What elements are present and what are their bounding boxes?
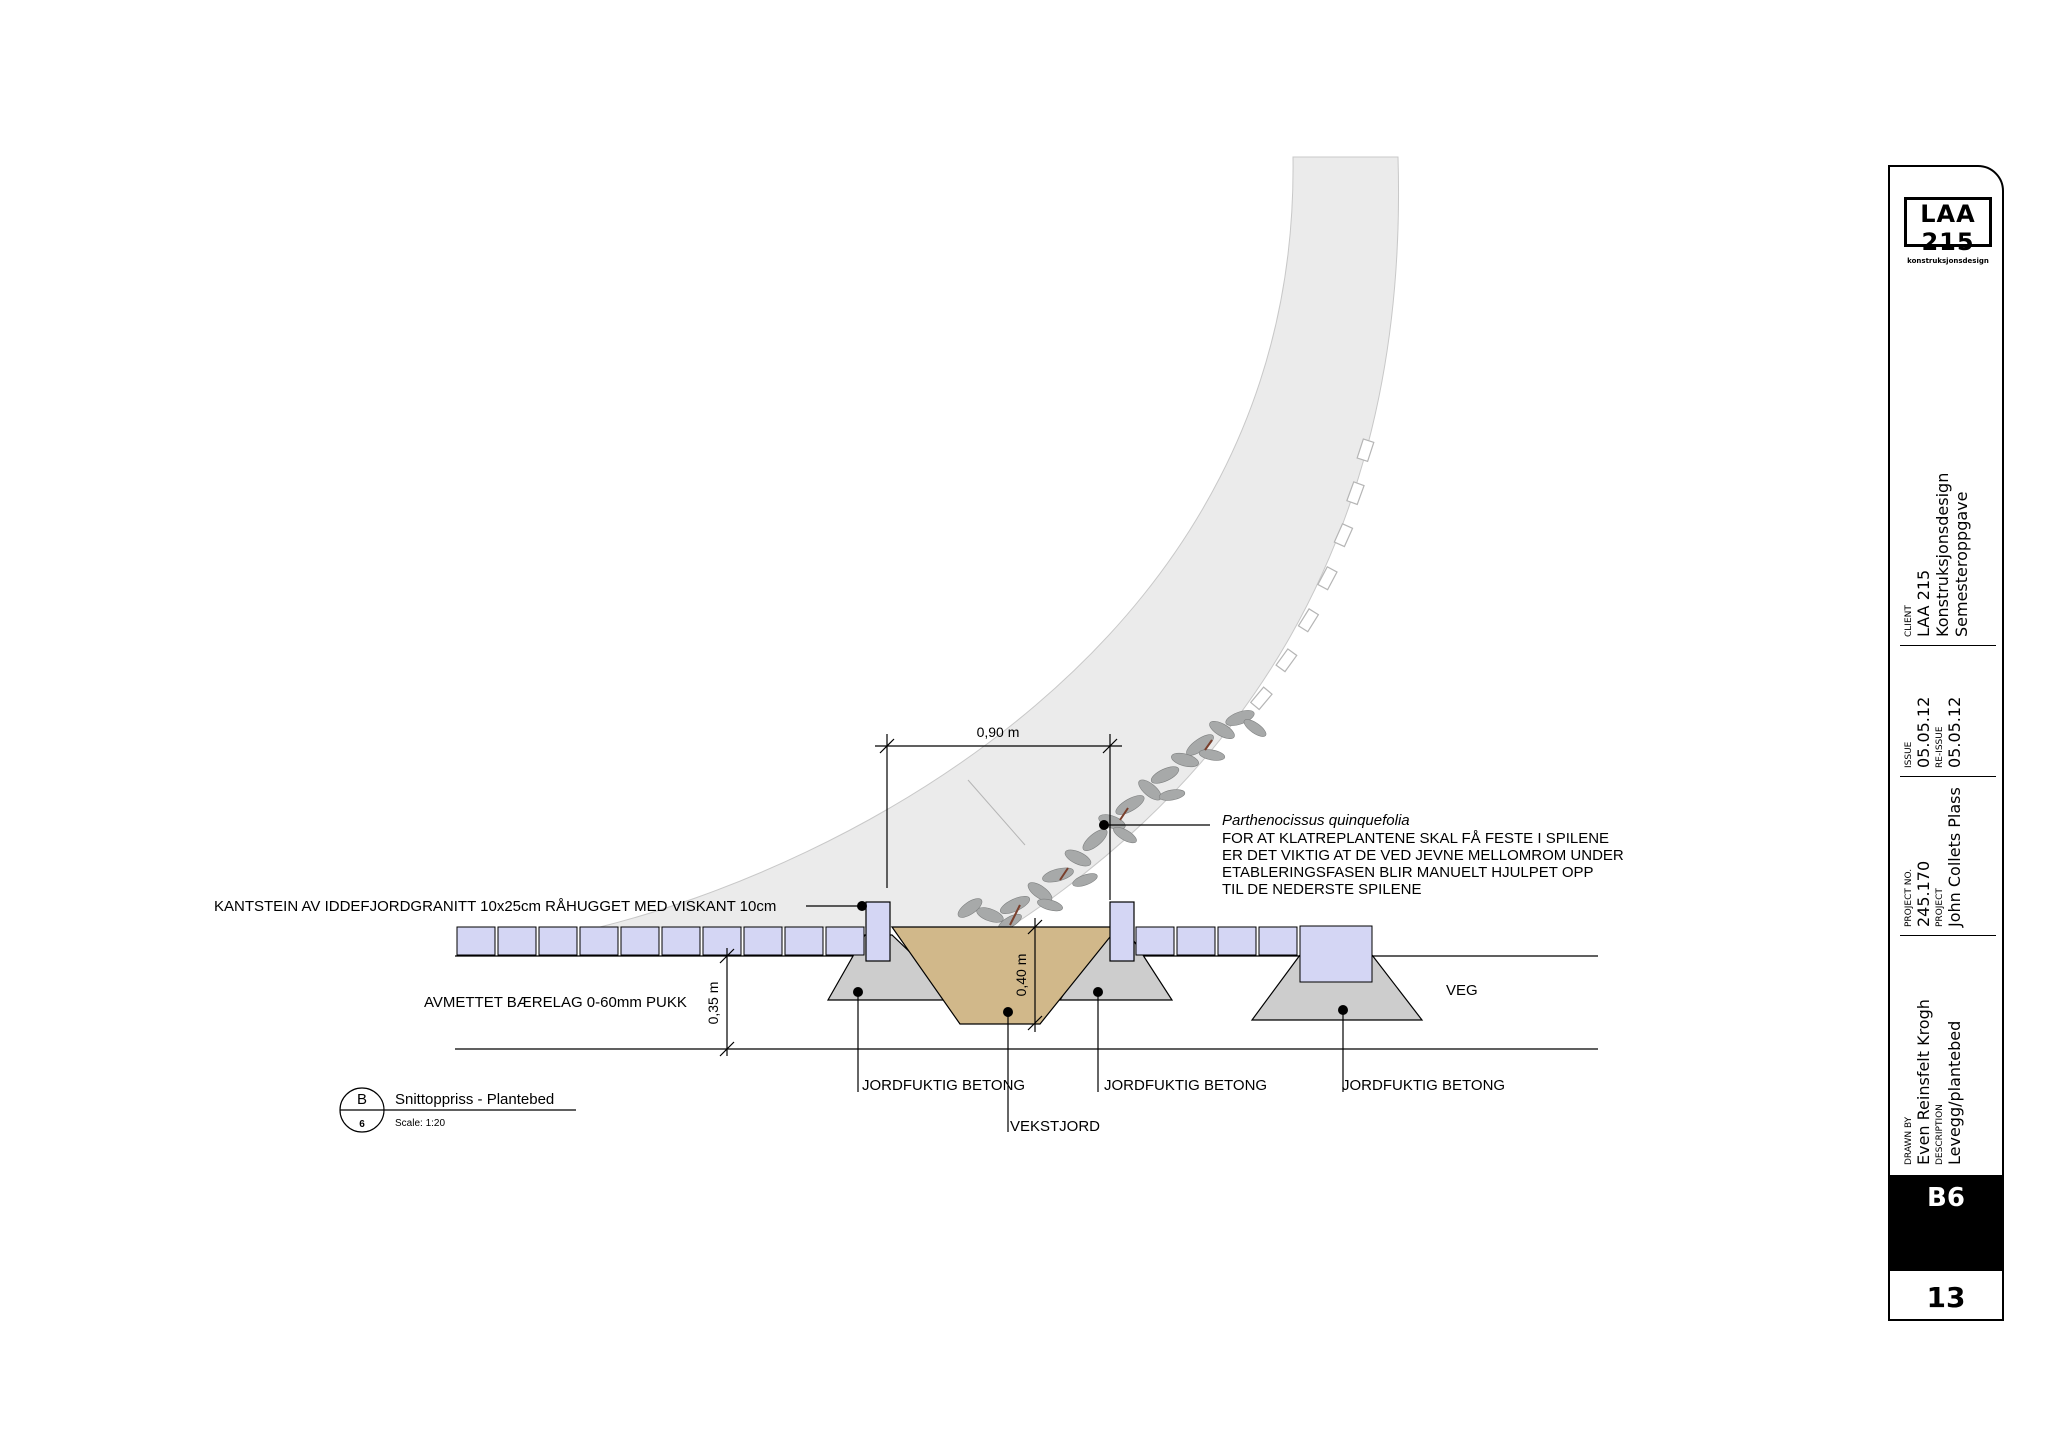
reissue-date: 05.05.12 [1945,696,1964,768]
wall-thin-line [967,779,1026,846]
leader-dots [853,820,1348,1017]
dimension-width-label: 0,90 m [977,724,1020,740]
reissue-caption: RE-ISSUE [1935,726,1945,768]
dimension-depth-base-label: 0,35 m [705,982,721,1025]
drawn-by: Even Reinsfelt Krogh [1914,999,1933,1165]
label-betong-3: JORDFUKTIG BETONG [1342,1077,1505,1094]
project-no-caption: PROJECT NO. [1904,868,1914,927]
dimension-depth-bed-label: 0,40 m [1013,954,1029,997]
description-caption: DESCRIPTION [1935,1104,1945,1165]
project-no: 245.170 [1914,860,1933,927]
climbing-plant [957,710,1267,931]
drawn-by-caption: DRAWN BY [1904,1116,1914,1165]
section-tag-scale: Scale: 1:20 [395,1118,445,1129]
client-field: CLIENT LAA 215 Konstruksjonsdesign Semes… [1904,473,1971,637]
leader-lines [806,824,1344,1132]
issue-date: 05.05.12 [1914,696,1933,768]
section-tag-title: Snittoppriss - Plantebed [395,1091,554,1108]
plant-stems [1009,739,1213,926]
sheet-id: B6 [1890,1175,2002,1271]
paving-left [456,926,865,956]
label-plant-note-3: ETABLERINGSFASEN BLIR MANUELT HJULPET OP… [1222,864,1594,881]
dimension-depth-base [719,948,735,1057]
label-plant-note-4: TIL DE NEDERSTE SPILENE [1222,881,1422,898]
divider [1900,776,1996,777]
growing-soil [890,926,1120,1025]
section-tag: B 6 Snittoppriss - Plantebed Scale: 1:20 [339,1087,576,1133]
label-kantstein: KANTSTEIN AV IDDEFJORDGRANITT 10x25cm RÅ… [214,898,776,915]
kerbstones [865,901,1135,962]
label-plant-note-2: ER DET VIKTIG AT DE VED JEVNE MELLOMROM … [1222,847,1624,864]
drawn-by-field: DRAWN BY Even Reinsfelt Krogh [1904,999,1933,1165]
dimension-depth-bed [1027,918,1043,1032]
section-tag-sheet: 6 [359,1119,365,1130]
divider [1900,645,1996,646]
trellis-slats [1249,438,1375,711]
label-vekstjord: VEKSTJORD [1010,1118,1100,1135]
title-block: LAA 215 konstruksjonsdesign CLIENT LAA 2… [1888,165,2004,1321]
logo-main: LAA 215 [1920,200,1976,256]
logo-sub: konstruksjonsdesign [1907,257,1989,265]
client-line-1: LAA 215 [1914,569,1933,637]
description-field: DESCRIPTION Levegg/plantebed [1935,1021,1964,1165]
client-line-3: Semesteroppgave [1952,491,1971,637]
label-betong-1: JORDFUKTIG BETONG [862,1077,1025,1094]
issue-field: ISSUE 05.05.12 [1904,697,1933,768]
project-field: PROJECT John Collets Plass [1935,787,1964,927]
description: Levegg/plantebed [1945,1020,1964,1165]
label-plant-name: Parthenocissus quinquefolia [1222,812,1410,829]
dimension-width [875,734,1122,900]
sheet-number: 13 [1926,1281,1966,1314]
project-no-field: PROJECT NO. 245.170 [1904,861,1933,927]
logo: LAA 215 konstruksjonsdesign [1904,197,1992,265]
paving-right [1135,925,1373,983]
section-tag-letter: B [357,1091,367,1108]
project-name: John Collets Plass [1945,787,1964,927]
project-caption: PROJECT [1935,888,1945,927]
client-caption: CLIENT [1904,605,1914,637]
label-betong-2: JORDFUKTIG BETONG [1104,1077,1267,1094]
divider [1900,935,1996,936]
label-veg: VEG [1446,982,1478,999]
label-plant-note-1: FOR AT KLATREPLANTENE SKAL FÅ FESTE I SP… [1222,830,1609,847]
issue-caption: ISSUE [1904,741,1914,768]
reissue-field: RE-ISSUE 05.05.12 [1935,697,1964,768]
label-baerelag: AVMETTET BÆRELAG 0-60mm PUKK [424,994,687,1011]
client-line-2: Konstruksjonsdesign [1933,472,1952,637]
